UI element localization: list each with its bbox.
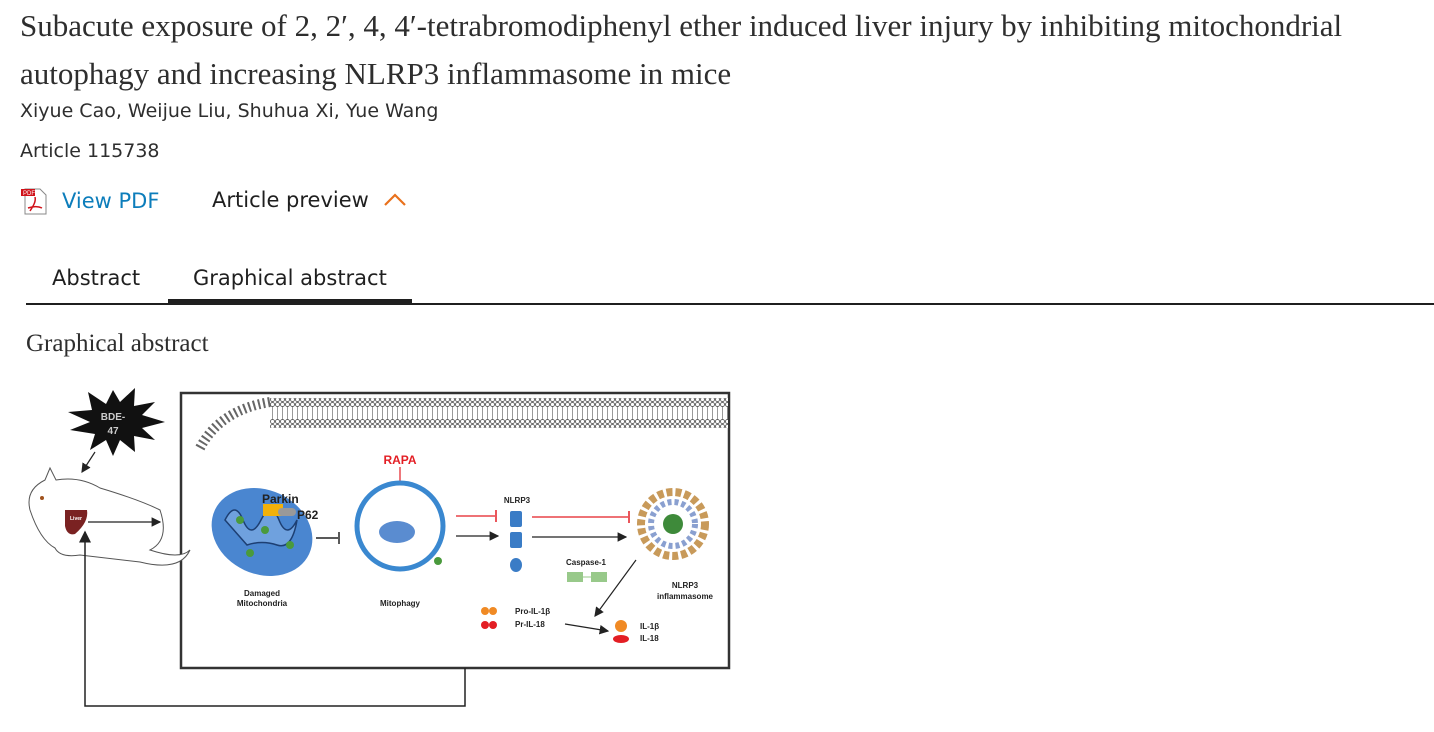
svg-text:Pro-IL-1β: Pro-IL-1β <box>515 607 550 616</box>
svg-text:Mitophagy: Mitophagy <box>380 599 421 608</box>
tab-graphical-abstract[interactable]: Graphical abstract <box>168 266 412 305</box>
preview-tabs: Abstract Graphical abstract <box>26 262 1434 305</box>
svg-text:IL-1β: IL-1β <box>640 622 659 631</box>
tab-abstract[interactable]: Abstract <box>52 266 141 290</box>
svg-text:NLRP3: NLRP3 <box>672 581 699 590</box>
bde47-burst <box>68 388 165 456</box>
cell-membrane <box>270 398 728 428</box>
svg-text:Pr-IL-18: Pr-IL-18 <box>515 620 545 629</box>
svg-text:inflammasome: inflammasome <box>657 592 714 601</box>
article-title[interactable]: Subacute exposure of 2, 2′, 4, 4′-tetrab… <box>20 8 1343 91</box>
svg-text:NLRP3: NLRP3 <box>504 496 531 505</box>
svg-text:Liver: Liver <box>70 516 82 522</box>
mouse-outline <box>28 466 191 566</box>
liver-icon <box>65 510 88 535</box>
article-preview-toggle[interactable]: Article preview <box>212 188 407 212</box>
svg-text:Caspase-1: Caspase-1 <box>566 558 607 567</box>
svg-text:P62: P62 <box>297 508 319 522</box>
authors: Xiyue Cao, Weijue Liu, Shuhua Xi, Yue Wa… <box>20 100 439 122</box>
svg-text:Mitochondria: Mitochondria <box>237 599 288 608</box>
nlrp3-protein <box>510 511 522 527</box>
svg-text:IL-18: IL-18 <box>640 634 659 643</box>
article-number: Article 115738 <box>20 140 160 162</box>
svg-text:PDF: PDF <box>23 191 35 197</box>
view-pdf-label: View PDF <box>62 189 160 213</box>
svg-text:Parkin: Parkin <box>262 492 299 506</box>
graphical-abstract-figure: BDE- 47 Liver Parkin P62 Damaged Mitocho… <box>28 388 731 707</box>
nlrp3-inflammasome-icon <box>637 488 709 560</box>
graphical-abstract-heading: Graphical abstract <box>26 330 209 357</box>
pdf-icon: PDF <box>21 188 47 215</box>
view-pdf-link[interactable]: PDF View PDF <box>20 186 159 216</box>
article-preview-label: Article preview <box>212 188 369 212</box>
chevron-up-icon <box>384 193 406 206</box>
svg-text:Damaged: Damaged <box>244 589 280 598</box>
svg-text:47: 47 <box>107 426 119 437</box>
caspase-1-icon <box>567 572 583 582</box>
svg-text:BDE-: BDE- <box>101 412 125 423</box>
svg-text:RAPA: RAPA <box>383 453 416 467</box>
